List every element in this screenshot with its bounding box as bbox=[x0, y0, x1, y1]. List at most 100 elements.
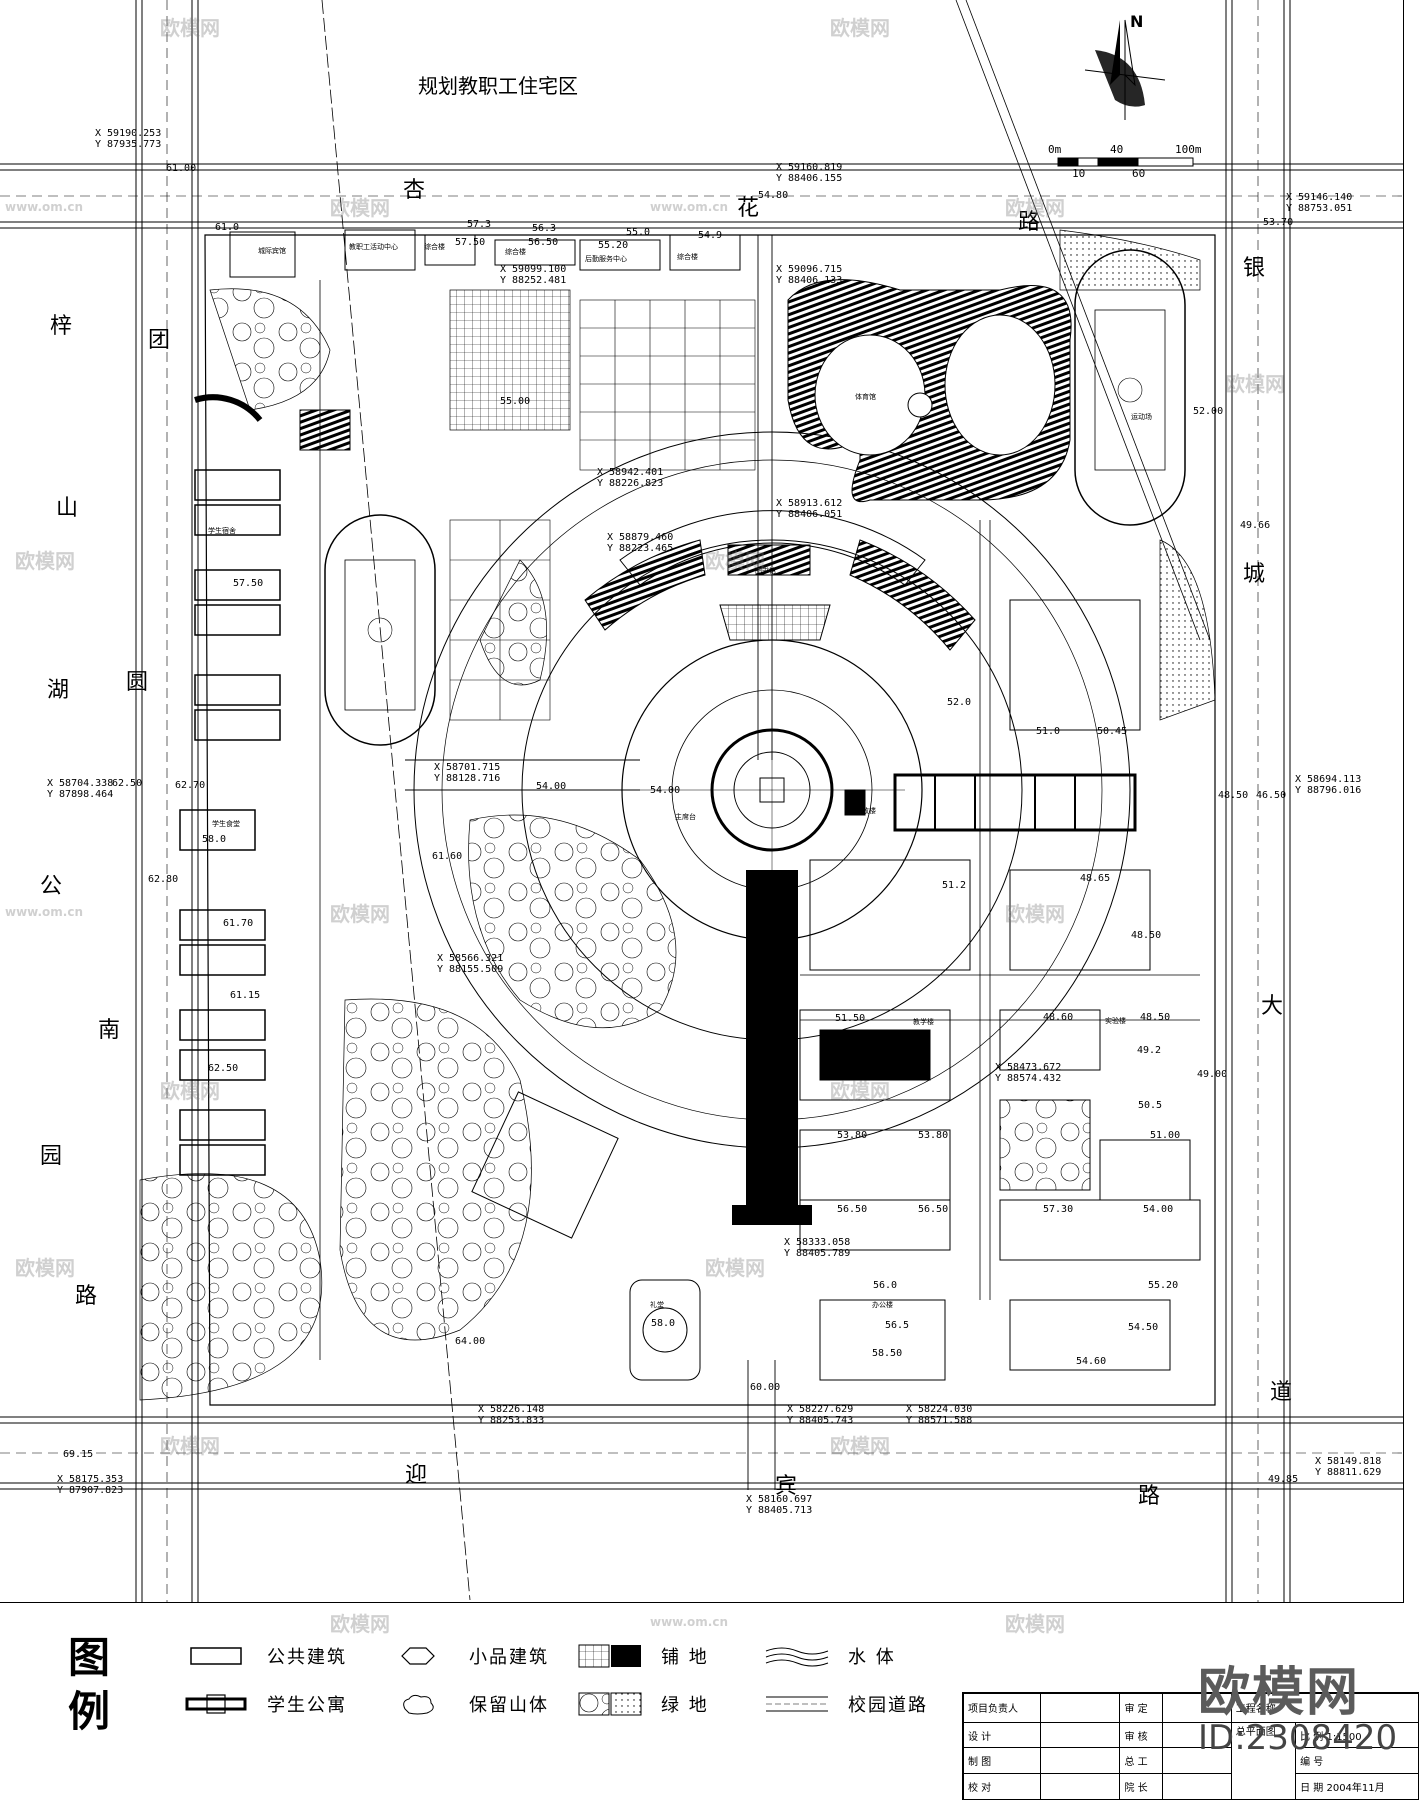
title-cell: 工程名称 bbox=[1230, 1693, 1419, 1723]
building-label: 办公楼 bbox=[872, 1301, 893, 1309]
building-label: 学生宿舍 bbox=[208, 527, 236, 535]
elevation-label: 53.70 bbox=[1263, 217, 1294, 228]
legend-label: 绿 地 bbox=[661, 1695, 709, 1716]
road-name-south: 宾 bbox=[775, 1474, 798, 1499]
elevation-label: 51.50 bbox=[835, 1013, 866, 1024]
legend-label: 铺 地 bbox=[661, 1647, 709, 1668]
elevation-label: 54.00 bbox=[650, 785, 681, 796]
elevation-label: 49.00 bbox=[1197, 1069, 1228, 1080]
title-cell bbox=[1040, 1747, 1121, 1775]
elevation-label: 57.50 bbox=[233, 578, 264, 589]
elevation-label: 49.85 bbox=[1268, 1474, 1299, 1485]
north-arrow-icon bbox=[1084, 19, 1166, 120]
paving-icon bbox=[578, 1644, 641, 1668]
hill-icon bbox=[403, 1694, 434, 1715]
title-cell: 审 核 bbox=[1119, 1721, 1163, 1749]
elevation-label: 55.0 bbox=[626, 227, 651, 238]
road-name-north: 花 bbox=[737, 196, 760, 221]
title-cell bbox=[1161, 1747, 1232, 1775]
title-cell: 制 图 bbox=[962, 1747, 1042, 1775]
road-name-west-inner: 南 bbox=[98, 1018, 121, 1043]
elevation-label: 62.50 bbox=[208, 1063, 239, 1074]
road-name-east: 道 bbox=[1270, 1380, 1293, 1405]
elevation-label: 54.00 bbox=[1143, 1204, 1174, 1215]
elevation-label: 51.0 bbox=[1036, 726, 1061, 737]
title-cell: 日 期 2004年11月 bbox=[1295, 1773, 1419, 1800]
title-cell bbox=[1040, 1721, 1121, 1749]
elevation-label: 48.50 bbox=[1140, 1012, 1171, 1023]
title-cell: 审 定 bbox=[1119, 1693, 1163, 1723]
watermark-id: ID:2308420 bbox=[1198, 1718, 1398, 1758]
road-name-west: 路 bbox=[75, 1284, 98, 1309]
elevation-label: 48.50 bbox=[1131, 930, 1162, 941]
elevation-label: 54.9 bbox=[698, 230, 723, 241]
road-name-east: 大 bbox=[1261, 994, 1284, 1019]
legend-label: 保留山体 bbox=[469, 1695, 549, 1716]
legend-label: 公共建筑 bbox=[267, 1647, 347, 1668]
elevation-label: 52.0 bbox=[947, 697, 972, 708]
elevation-label: 61.15 bbox=[230, 990, 261, 1001]
legend-item-public-building: 公共建筑 bbox=[183, 1639, 347, 1673]
road-name-west: 园 bbox=[40, 1144, 63, 1169]
region-label: 规划教职工住宅区 bbox=[418, 74, 578, 98]
elevation-label: 61.00 bbox=[166, 163, 197, 174]
scale-tick-label: 0m bbox=[1048, 143, 1062, 156]
elevation-label: 57.3 bbox=[467, 219, 492, 230]
water-icon bbox=[765, 1647, 829, 1667]
title-cell: 总平面图 bbox=[1230, 1721, 1297, 1800]
elevation-label: 56.50 bbox=[528, 237, 559, 248]
elevation-label: 46.50 bbox=[1256, 790, 1287, 801]
elevation-label: 69.15 bbox=[63, 1449, 94, 1460]
elevation-label: 53.80 bbox=[918, 1130, 949, 1141]
road-name-west: 山 bbox=[56, 496, 79, 521]
elevation-label: 56.50 bbox=[837, 1204, 868, 1215]
elevation-label: 52.00 bbox=[1193, 406, 1224, 417]
elevation-label: 61.60 bbox=[432, 851, 463, 862]
title-cell bbox=[1040, 1773, 1121, 1800]
elevation-label: 61.0 bbox=[215, 222, 240, 233]
public-building-icon bbox=[190, 1647, 242, 1665]
title-cell bbox=[1161, 1773, 1232, 1800]
building-label: 礼堂 bbox=[650, 1301, 664, 1309]
elevation-label: 57.30 bbox=[1043, 1204, 1074, 1215]
elevation-label: 51.00 bbox=[1150, 1130, 1181, 1141]
legend-label: 水 体 bbox=[848, 1647, 896, 1668]
dormitory-icon bbox=[185, 1694, 247, 1714]
legend-label: 校园道路 bbox=[848, 1695, 928, 1716]
road-name-south: 路 bbox=[1138, 1484, 1161, 1509]
drawing-frame bbox=[0, 0, 1404, 1603]
title-cell: 设 计 bbox=[962, 1721, 1042, 1749]
building-label: 行政楼 bbox=[855, 807, 876, 815]
legend-item-paving: 铺 地 bbox=[577, 1639, 709, 1673]
elevation-label: 56.3 bbox=[532, 223, 557, 234]
elevation-label: 54.60 bbox=[1076, 1356, 1107, 1367]
elevation-label: 51.2 bbox=[942, 880, 967, 891]
building-label: 城际宾馆 bbox=[258, 247, 286, 255]
elevation-label: 54.80 bbox=[758, 190, 789, 201]
title-cell: 总 工 bbox=[1119, 1747, 1163, 1775]
elevation-label: 49.66 bbox=[1240, 520, 1271, 531]
building-label: 教学楼 bbox=[913, 1018, 934, 1026]
title-block-table: 项目负责人 审 定 工程名称 设 计 审 核 总平面图 比 例 1:1500 制… bbox=[962, 1693, 1419, 1800]
building-label: 运动场 bbox=[1131, 413, 1152, 421]
elevation-label: 60.00 bbox=[750, 1382, 781, 1393]
elevation-label: 48.65 bbox=[1080, 873, 1111, 884]
legend: 图 例 公共建筑 小品建筑 铺 地 水 体 学生公寓 保留山体 绿 地 校园道路 bbox=[0, 1605, 1419, 1800]
elevation-label: 48.60 bbox=[1043, 1012, 1074, 1023]
elevation-label: 49.2 bbox=[1137, 1045, 1162, 1056]
scale-tick-label: 100m bbox=[1175, 143, 1202, 156]
road-name-west-inner: 圆 bbox=[126, 670, 149, 695]
road-name-east: 银 bbox=[1243, 256, 1266, 281]
legend-item-dormitory: 学生公寓 bbox=[183, 1687, 347, 1721]
